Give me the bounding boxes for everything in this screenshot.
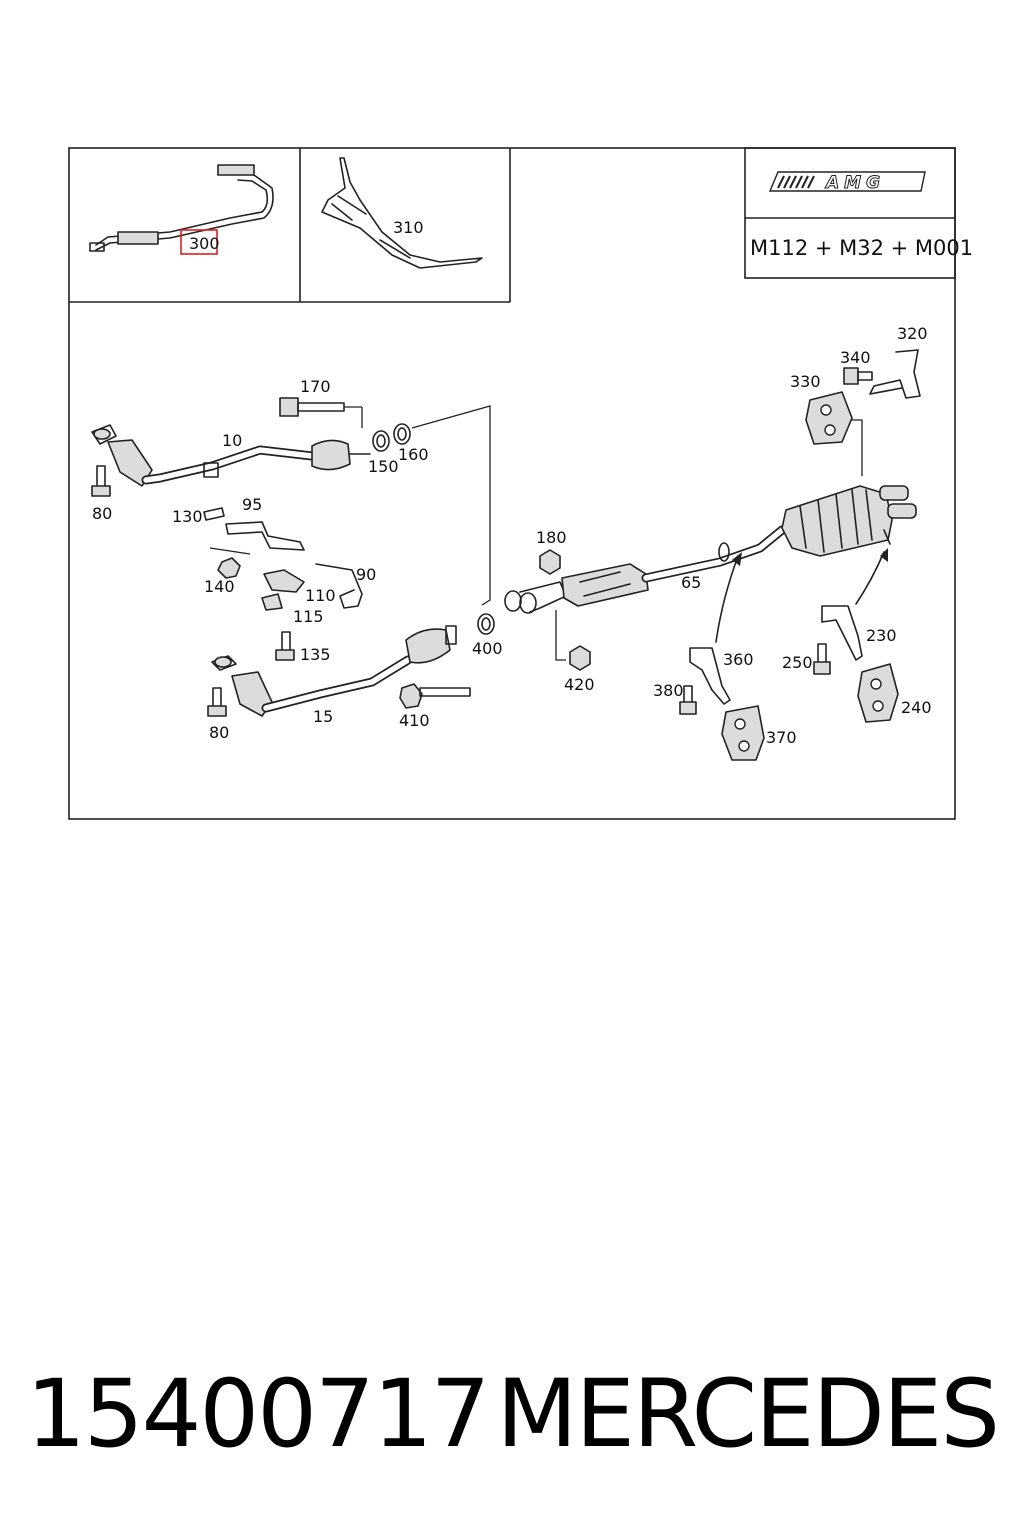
bolt-80-lower — [207, 687, 227, 717]
callout-10[interactable]: 10 — [222, 431, 242, 450]
callout-140[interactable]: 140 — [204, 577, 235, 596]
callout-250[interactable]: 250 — [782, 653, 813, 672]
callout-360[interactable]: 360 — [723, 650, 754, 669]
rubber-mount-330 — [805, 391, 853, 445]
callout-400[interactable]: 400 — [472, 639, 503, 658]
callout-80-lower[interactable]: 80 — [209, 723, 229, 742]
callout-65[interactable]: 65 — [681, 573, 701, 592]
callout-170[interactable]: 170 — [300, 377, 331, 396]
part-number: 15400717 — [26, 1360, 490, 1469]
bracket-230 — [821, 605, 863, 661]
bolt-250 — [813, 643, 831, 675]
amg-logo-text: AMG — [824, 173, 885, 193]
bolt-340 — [843, 367, 873, 385]
front-pipe-10 — [91, 424, 371, 487]
callout-320[interactable]: 320 — [897, 324, 928, 343]
bracket-95 — [203, 507, 305, 551]
gasket-150 — [372, 430, 390, 452]
front-pipe-15 — [211, 625, 457, 717]
callout-340[interactable]: 340 — [840, 348, 871, 367]
callout-310[interactable]: 310 — [393, 218, 424, 237]
brand-name: MERCEDES — [496, 1360, 1000, 1469]
callout-15[interactable]: 15 — [313, 707, 333, 726]
rubber-mount-240 — [857, 663, 899, 723]
callout-230[interactable]: 230 — [866, 626, 897, 645]
rubber-mount-370 — [721, 705, 765, 761]
callout-115[interactable]: 115 — [293, 607, 324, 626]
hanger-320 — [869, 349, 921, 399]
nut-140 — [217, 557, 241, 579]
callout-135[interactable]: 135 — [300, 645, 331, 664]
callout-330[interactable]: 330 — [790, 372, 821, 391]
exhaust-parts-diagram: AMG M112 + M32 + M001 — [68, 147, 973, 820]
bolt-410 — [399, 683, 471, 709]
callout-110[interactable]: 110 — [305, 586, 336, 605]
callout-300[interactable]: 300 — [189, 234, 220, 253]
callout-130[interactable]: 130 — [172, 507, 203, 526]
gasket-160 — [393, 423, 411, 445]
nut-180 — [539, 549, 561, 575]
amg-logo: AMG — [768, 171, 926, 194]
engine-code: M112 + M32 + M001 — [750, 236, 973, 260]
callout-160[interactable]: 160 — [398, 445, 429, 464]
nut-420 — [569, 645, 591, 671]
bolt-135 — [275, 631, 295, 661]
bolt-80-upper — [91, 465, 111, 497]
callout-240[interactable]: 240 — [901, 698, 932, 717]
callout-300-highlight — [180, 229, 218, 255]
callout-150[interactable]: 150 — [368, 457, 399, 476]
callout-420[interactable]: 420 — [564, 675, 595, 694]
callout-180[interactable]: 180 — [536, 528, 567, 547]
bolt-380 — [679, 685, 697, 715]
diagram-frame — [68, 147, 956, 820]
callout-95[interactable]: 95 — [242, 495, 262, 514]
gasket-400 — [477, 613, 495, 635]
bracket-110 — [261, 569, 305, 611]
heat-shield-310 — [321, 157, 483, 269]
callout-labels: 300 310 320 340 330 170 10 150 160 80 13… — [92, 218, 932, 747]
callout-80-upper[interactable]: 80 — [92, 504, 112, 523]
footer: 15400717 MERCEDES — [0, 1355, 1024, 1475]
callout-370[interactable]: 370 — [766, 728, 797, 747]
callout-410[interactable]: 410 — [399, 711, 430, 730]
bolt-170 — [279, 397, 363, 428]
oxygen-sensor-300 — [89, 164, 274, 252]
callout-380[interactable]: 380 — [653, 681, 684, 700]
callout-90[interactable]: 90 — [356, 565, 376, 584]
bracket-90 — [315, 563, 363, 609]
bracket-360 — [689, 647, 731, 705]
rear-muffler — [781, 485, 917, 557]
